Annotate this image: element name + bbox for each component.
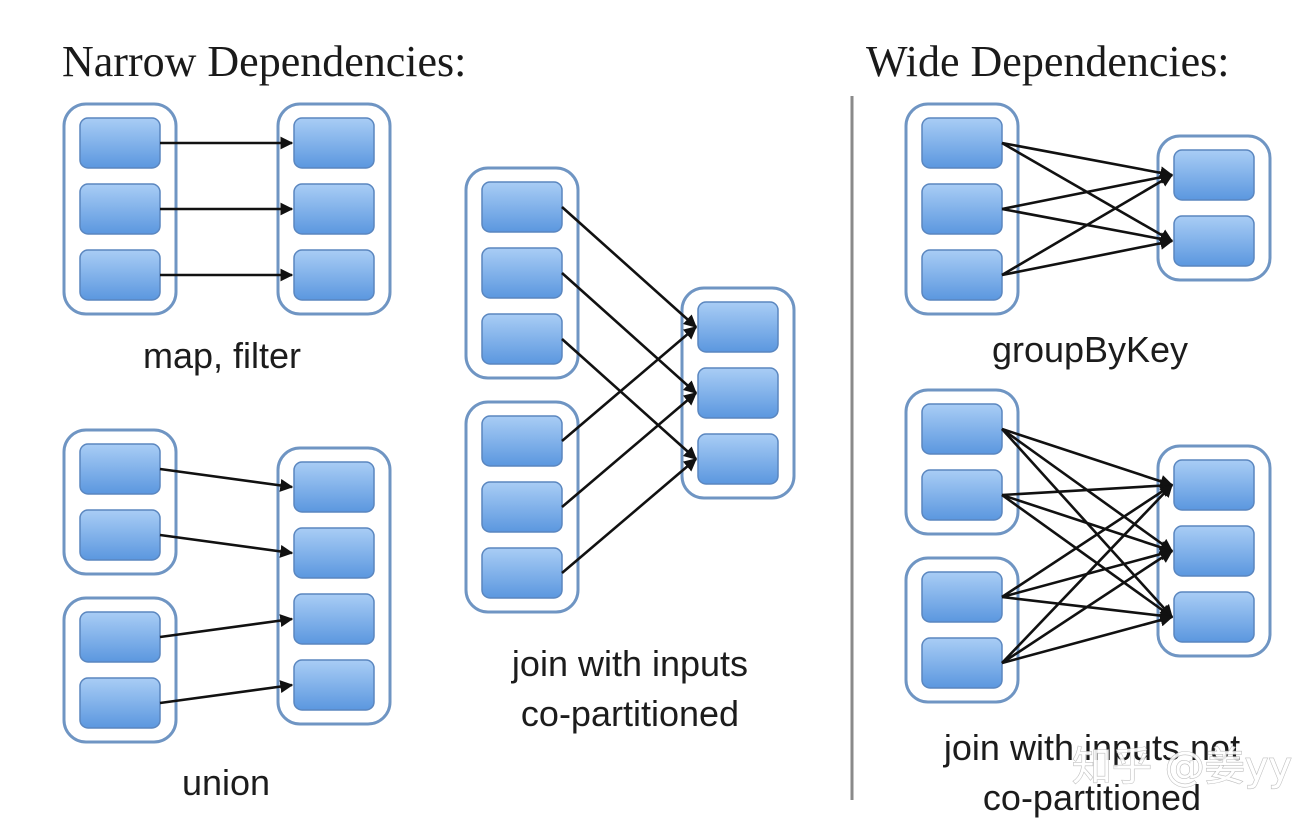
dependency-arrow <box>1001 236 1174 277</box>
watermark: 知乎 @姜yy <box>1072 744 1292 790</box>
dependency-arrow <box>561 392 697 508</box>
partition <box>1173 459 1255 511</box>
dependency-arrow <box>159 533 294 558</box>
partition <box>697 301 779 353</box>
partition <box>79 117 161 169</box>
dependency-arrow <box>1001 141 1174 180</box>
diagram-union: union <box>62 428 392 803</box>
partition <box>79 249 161 301</box>
dependency-arrow <box>561 206 697 328</box>
partition <box>1173 525 1255 577</box>
dependency-arrow <box>1001 484 1173 664</box>
partition <box>1173 591 1255 643</box>
diagram-join-not-co-partitioned: join with inputs not co-partitioned <box>904 388 1272 818</box>
dependency-arrow <box>1001 613 1174 665</box>
diagram-layer: map, filter union join with inputs co-parti… <box>62 102 1272 818</box>
caption-map-filter: map, filter <box>143 335 301 376</box>
caption-union: union <box>182 762 270 803</box>
partition <box>921 637 1003 689</box>
partition <box>79 677 161 729</box>
partition <box>481 181 563 233</box>
partition <box>697 433 779 485</box>
partition <box>921 403 1003 455</box>
dependency-arrow <box>561 272 697 394</box>
partition <box>293 527 375 579</box>
diagram-map-filter: map, filter <box>62 102 392 376</box>
partition <box>293 183 375 235</box>
dependency-arrow <box>159 467 294 492</box>
partition <box>481 247 563 299</box>
dependency-arrow <box>561 458 697 574</box>
partition <box>1173 149 1255 201</box>
dependency-arrow <box>1001 549 1174 665</box>
partition <box>481 547 563 599</box>
partition <box>921 183 1003 235</box>
wide-dependencies-title: Wide Dependencies: <box>866 37 1230 86</box>
diagram-join-co-partitioned: join with inputs co-partitioned <box>464 166 796 734</box>
partition <box>921 469 1003 521</box>
dependency-arrow <box>561 326 697 442</box>
partition <box>481 313 563 365</box>
partition <box>293 249 375 301</box>
caption-join-not-co-partitioned: co-partitioned <box>983 777 1201 818</box>
partition <box>293 461 375 513</box>
narrow-dependencies-title: Narrow Dependencies: <box>62 37 466 86</box>
dependency-arrow <box>159 614 294 639</box>
partition <box>79 611 161 663</box>
dependency-arrow <box>1001 479 1174 497</box>
caption-join-co-partitioned: join with inputs <box>511 643 748 684</box>
partition <box>293 659 375 711</box>
partition <box>293 117 375 169</box>
partition <box>1173 215 1255 267</box>
dependency-arrow <box>1001 493 1174 554</box>
dependency-arrow <box>1001 173 1174 277</box>
partition <box>921 571 1003 623</box>
partition <box>481 415 563 467</box>
partition <box>921 117 1003 169</box>
caption-groupByKey: groupByKey <box>992 329 1188 370</box>
dependency-arrow <box>561 338 697 460</box>
child-rdd <box>276 446 392 726</box>
dependency-arrow <box>1001 483 1174 599</box>
partition <box>293 593 375 645</box>
partition <box>79 183 161 235</box>
partition <box>481 481 563 533</box>
dependency-arrow <box>1001 170 1174 211</box>
diagram-groupByKey: groupByKey <box>904 102 1272 370</box>
partition <box>79 443 161 495</box>
partition <box>921 249 1003 301</box>
dependency-arrow <box>159 680 294 705</box>
partition <box>79 509 161 561</box>
dependency-arrow <box>1001 493 1174 619</box>
caption-join-not-co-partitioned: join with inputs not <box>943 727 1240 768</box>
dependency-arrow <box>1001 427 1174 488</box>
partition <box>697 367 779 419</box>
caption-join-co-partitioned: co-partitioned <box>521 693 739 734</box>
